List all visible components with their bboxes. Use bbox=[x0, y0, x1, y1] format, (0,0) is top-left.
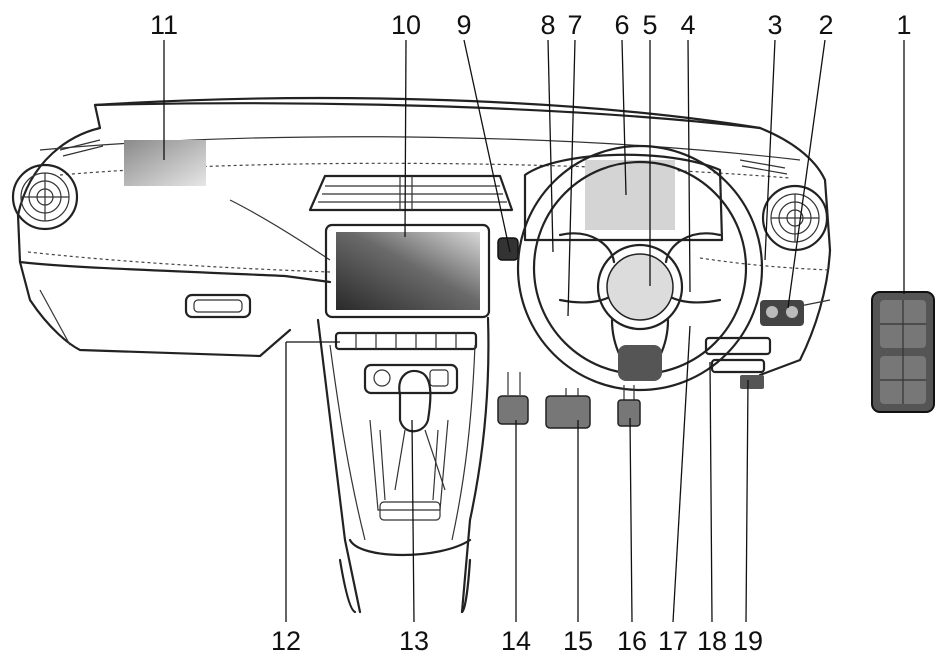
callout-leaders bbox=[163, 39, 905, 623]
center-air-vents bbox=[308, 174, 514, 212]
wiper-stalk bbox=[497, 237, 519, 261]
callout-8: 8 bbox=[540, 10, 555, 40]
callout-14: 14 bbox=[501, 626, 531, 656]
pedals bbox=[497, 372, 641, 429]
callout-2: 2 bbox=[818, 10, 833, 40]
gear-lever bbox=[394, 369, 446, 491]
callout-19: 19 bbox=[733, 626, 763, 656]
passenger-display-panel bbox=[124, 140, 206, 186]
callout-6: 6 bbox=[614, 10, 629, 40]
callout-9: 9 bbox=[456, 10, 471, 40]
callout-15: 15 bbox=[563, 626, 593, 656]
callout-3: 3 bbox=[767, 10, 782, 40]
right-side-switches bbox=[704, 300, 804, 389]
callout-13: 13 bbox=[399, 626, 429, 656]
glovebox-handle bbox=[184, 293, 252, 319]
steering-wheel bbox=[516, 144, 764, 392]
instrument-cluster bbox=[523, 153, 724, 242]
callout-4: 4 bbox=[680, 10, 695, 40]
window-switch-panel bbox=[871, 291, 935, 413]
callout-16: 16 bbox=[617, 626, 647, 656]
left-air-vent bbox=[11, 163, 79, 231]
climate-control-strip bbox=[334, 331, 478, 351]
callout-1: 1 bbox=[896, 10, 911, 40]
right-air-vent bbox=[761, 184, 829, 252]
touchscreen bbox=[324, 223, 491, 319]
left-speaker-grille bbox=[59, 139, 104, 157]
callout-17: 17 bbox=[658, 626, 688, 656]
callout-11: 11 bbox=[150, 10, 178, 40]
callout-12: 12 bbox=[271, 626, 301, 656]
right-speaker-grille bbox=[739, 159, 788, 175]
centre-console bbox=[316, 316, 490, 614]
callout-18: 18 bbox=[697, 626, 727, 656]
callout-labels: 1 2 3 4 5 6 7 8 9 10 11 12 13 14 15 16 1… bbox=[150, 10, 912, 656]
callout-5: 5 bbox=[642, 10, 657, 40]
callout-10: 10 bbox=[391, 10, 421, 40]
callout-7: 7 bbox=[567, 10, 582, 40]
